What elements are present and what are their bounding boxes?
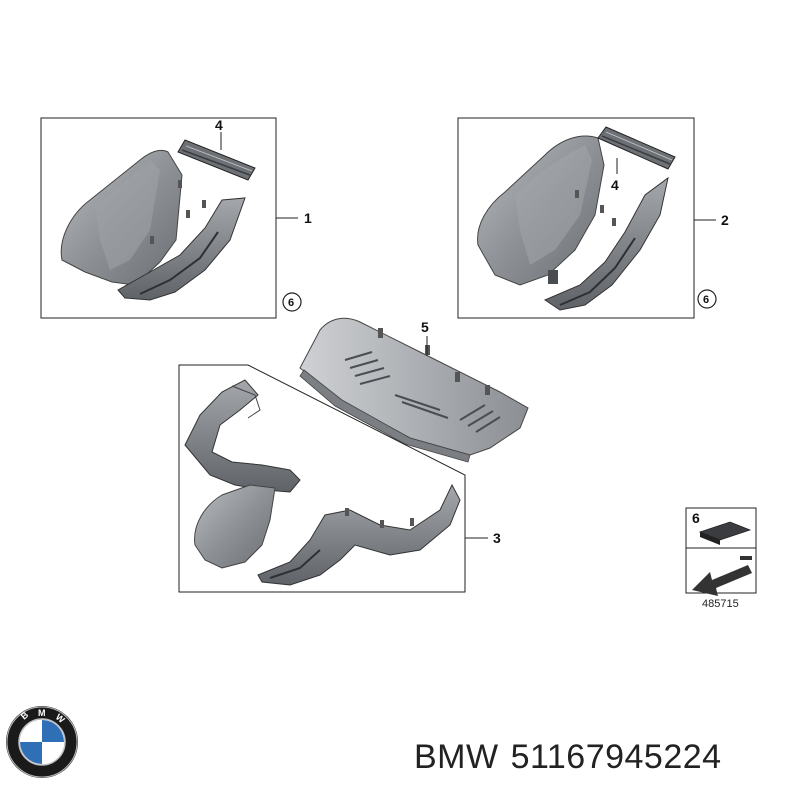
svg-text:B: B [19,709,31,721]
callout-1: 1 [304,210,312,226]
brand-name: BMW [414,738,499,776]
bmw-logo-icon: B M W [6,706,78,778]
legend-callout-6: 6 [692,510,700,526]
circled-callout-6-box1: 6 [288,297,294,309]
assembly-box-3: 3 [178,364,501,593]
part-5-cover: 5 [299,317,529,463]
callout-4-box2: 4 [611,177,619,193]
legend-part-6: 6 485715 [685,507,757,610]
svg-text:M: M [38,708,46,718]
callout-2: 2 [721,212,729,228]
footer-caption: BMW 51167945224 [414,738,734,777]
callout-5: 5 [421,319,429,335]
part-number: 51167945224 [510,738,722,776]
assembly-box-2: 4 2 6 [457,117,729,319]
callout-4-box1: 4 [215,117,223,133]
assembly-box-1: 4 1 6 [40,117,312,319]
callout-3: 3 [493,530,501,546]
circled-callout-6-box2: 6 [703,294,709,306]
reference-number: 485715 [702,598,739,610]
